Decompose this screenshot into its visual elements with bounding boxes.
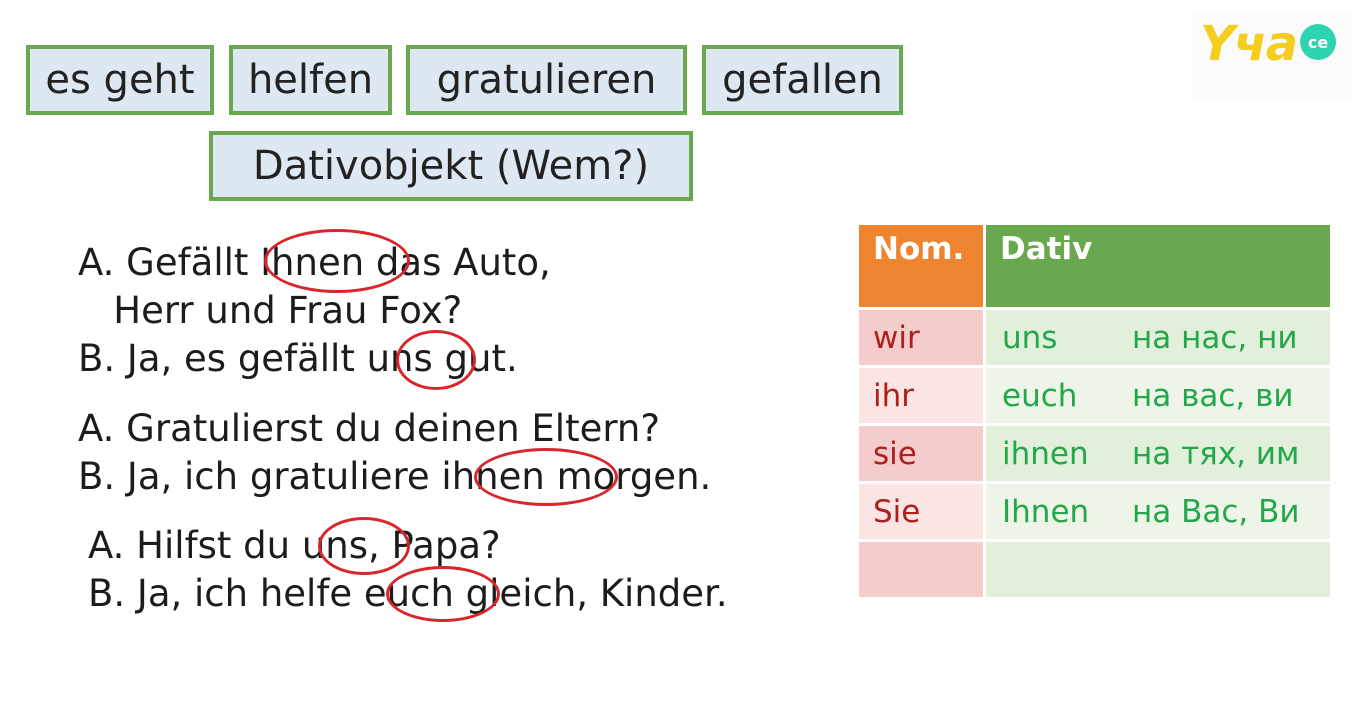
header-nom: Nom. [856,222,986,310]
table-header-row: Nom. Dativ [856,222,1333,310]
logo-badge: ce [1300,24,1336,60]
circle-uns-2 [318,517,410,575]
yuce-logo: Yчa ce [1192,14,1352,100]
circle-ihnen [264,229,410,293]
dialog-1-line-1: A. Gefällt Ihnen das Auto, [78,241,551,284]
dialog-3-line-1: A. Hilfst du uns, Papa? [88,524,501,567]
circle-euch [386,566,500,622]
nom-cell: wir [856,307,986,368]
header-dativ: Dativ [983,222,1333,310]
nom-cell: Sie [856,481,986,542]
circle-ihnen-2 [474,448,618,506]
dativobjekt-box: Dativobjekt (Wem?) [209,131,693,201]
nom-cell: sie [856,423,986,484]
nom-cell: ihr [856,365,986,426]
verb-box-gratulieren: gratulieren [406,45,687,115]
dialog-2-line-1: A. Gratulierst du deinen Eltern? [78,407,661,450]
verb-box-gefallen: gefallen [702,45,903,115]
verb-box-es-geht: es geht [26,45,214,115]
verb-box-helfen: helfen [229,45,392,115]
circle-uns-1 [396,330,476,390]
nom-cell [856,539,986,600]
dat-cell [983,539,1333,600]
logo-text: Yчa [1200,16,1298,72]
dialog-1-line-2: Herr und Frau Fox? [78,289,463,332]
table-row [856,539,1333,600]
